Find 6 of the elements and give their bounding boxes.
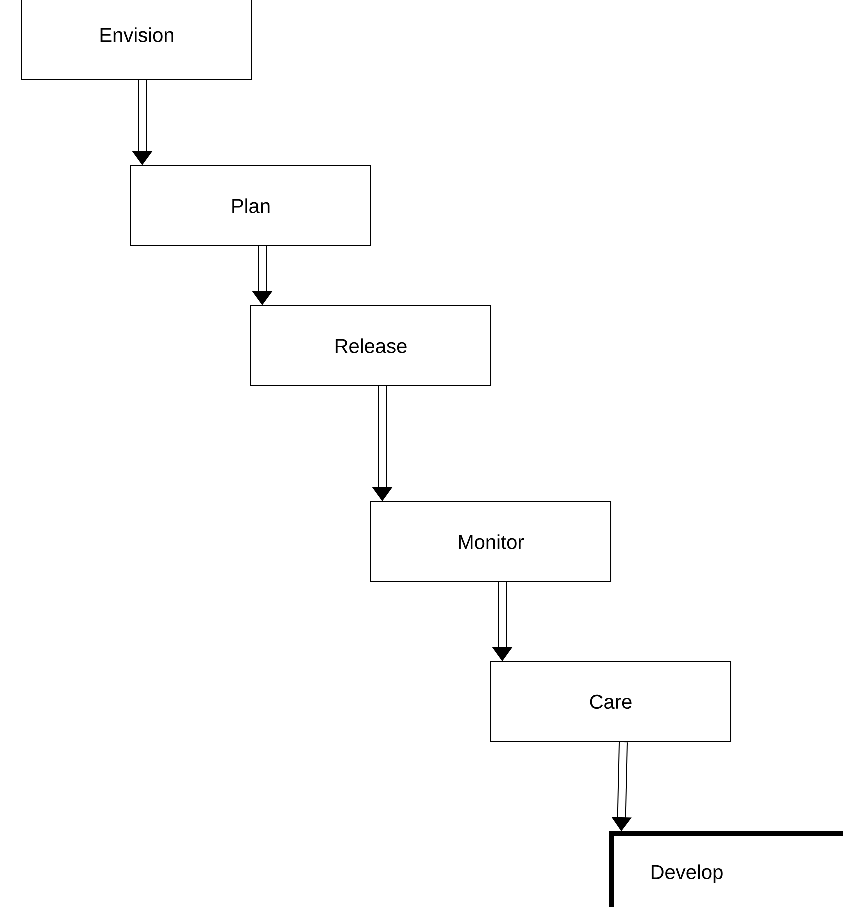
process-box: Develop [610, 832, 843, 907]
process-box: Care [490, 662, 732, 742]
process-box: Monitor [370, 502, 612, 582]
process-box: Envision [22, 0, 252, 80]
process-box: Plan [130, 166, 372, 246]
process-box: Release [250, 306, 492, 386]
